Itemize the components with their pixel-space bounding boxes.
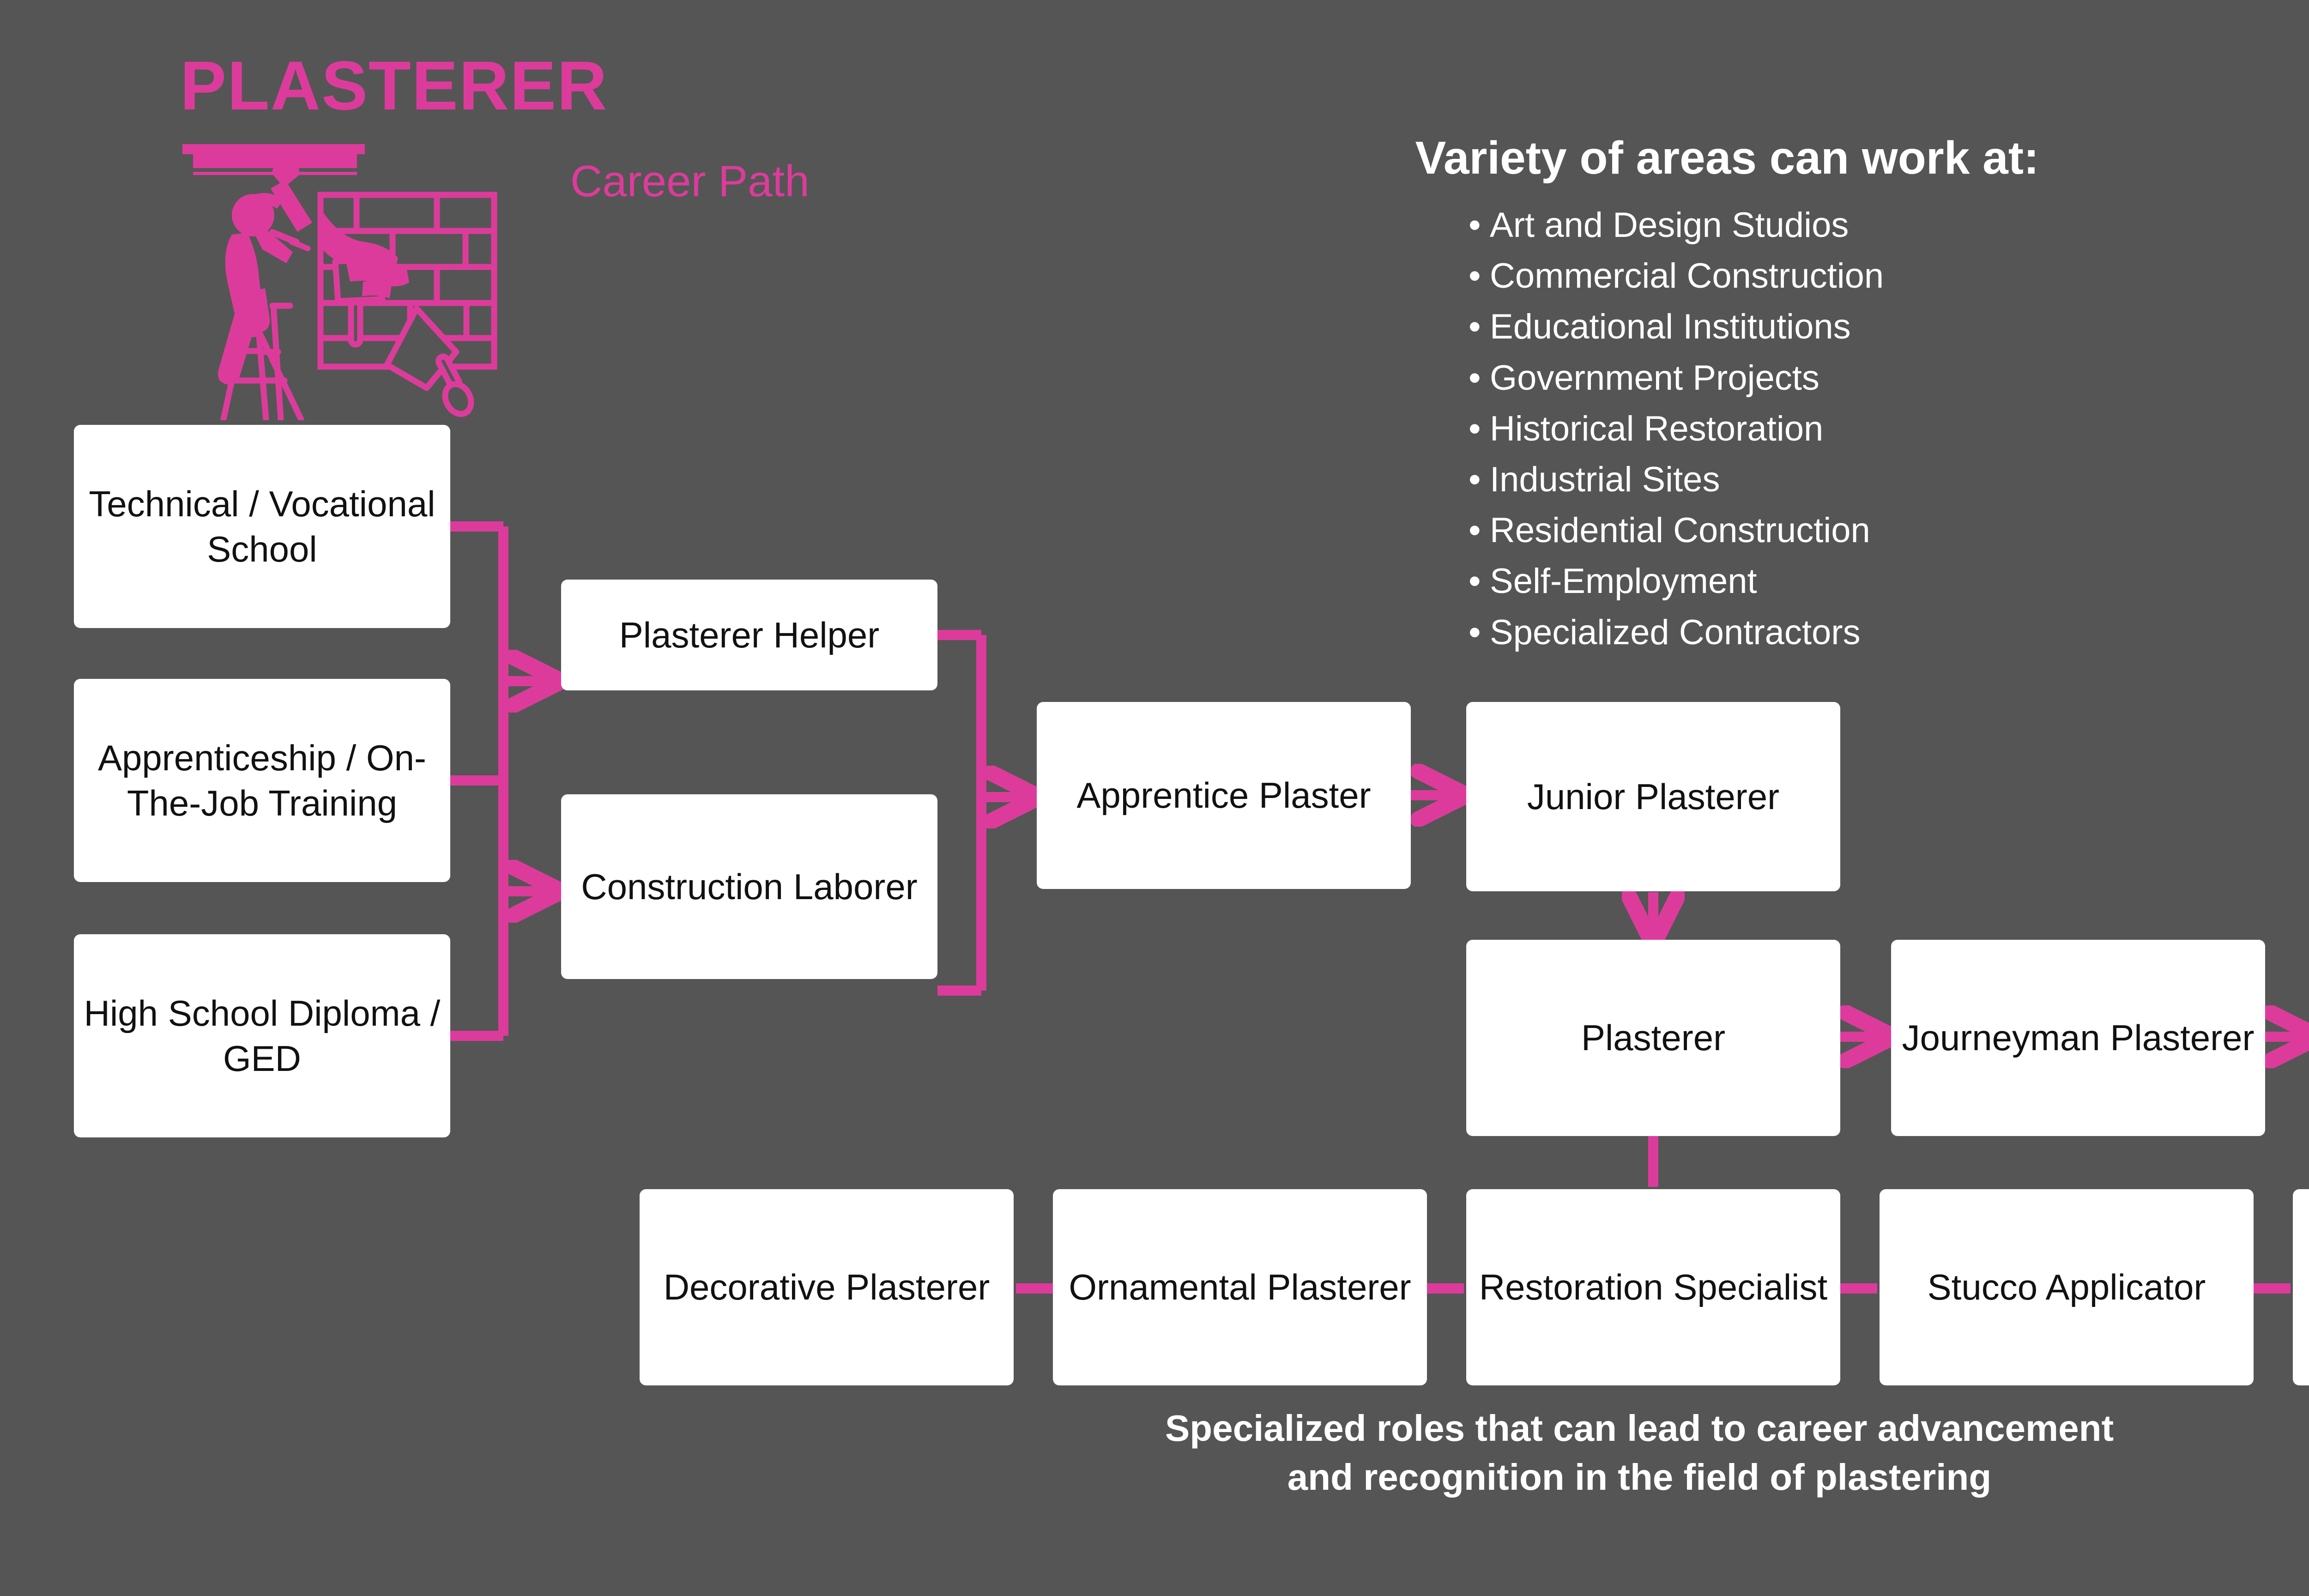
node-apprentice-plaster[interactable]: Apprentice Plaster (1037, 702, 1411, 889)
list-item: •Self-Employment (1330, 556, 2124, 607)
node-instructor-trainer[interactable]: Instructor / Trainer (2293, 1189, 2309, 1385)
node-journeyman-plasterer[interactable]: Journeyman Plasterer (1891, 940, 2265, 1136)
bullet-glyph: • (1469, 511, 1481, 550)
list-item: •Commercial Construction (1330, 251, 2124, 302)
list-item-label: Specialized Contractors (1490, 612, 1861, 652)
list-item-label: Historical Restoration (1490, 409, 1824, 448)
node-stucco-applicator[interactable]: Stucco Applicator (1880, 1189, 2254, 1385)
list-item-label: Self-Employment (1490, 562, 1757, 601)
specialized-roles-caption: Specialized roles that can lead to caree… (1016, 1404, 2263, 1501)
bullet-glyph: • (1469, 612, 1481, 652)
plasterer-on-ladder-icon (180, 129, 503, 420)
bullet-glyph: • (1469, 358, 1481, 398)
node-plasterer-helper[interactable]: Plasterer Helper (561, 580, 937, 690)
node-decorative-plasterer[interactable]: Decorative Plasterer (640, 1189, 1014, 1385)
page-title: PLASTERER (180, 47, 608, 124)
list-item-label: Educational Institutions (1490, 307, 1851, 347)
list-item-label: Art and Design Studios (1490, 206, 1849, 245)
bullet-glyph: • (1469, 256, 1481, 296)
list-item: •Government Projects (1330, 353, 2124, 404)
list-item: •Specialized Contractors (1330, 607, 2124, 658)
list-item: •Historical Restoration (1330, 404, 2124, 454)
list-item-label: Residential Construction (1490, 511, 1870, 550)
bullet-glyph: • (1469, 409, 1481, 448)
node-technical-vocational-school[interactable]: Technical / Vocational School (74, 425, 450, 628)
bullet-glyph: • (1469, 459, 1481, 499)
node-junior-plasterer[interactable]: Junior Plasterer (1466, 702, 1840, 891)
node-high-school-diploma-ged[interactable]: High School Diploma / GED (74, 934, 450, 1137)
caption-line-2: and recognition in the field of plasteri… (1287, 1456, 1992, 1498)
areas-list: •Art and Design Studios •Commercial Cons… (1330, 200, 2124, 658)
page-subtitle: Career Path (570, 157, 810, 206)
node-plasterer[interactable]: Plasterer (1466, 940, 1840, 1136)
node-construction-laborer[interactable]: Construction Laborer (561, 794, 937, 979)
list-item-label: Industrial Sites (1490, 459, 1720, 499)
node-apprenticeship-on-the-job-training[interactable]: Apprenticeship / On-The-Job Training (74, 679, 450, 882)
list-item-label: Government Projects (1490, 358, 1819, 398)
bullet-glyph: • (1469, 206, 1481, 245)
list-item: •Industrial Sites (1330, 454, 2124, 505)
areas-panel: Variety of areas can work at: •Art and D… (1330, 134, 2124, 658)
list-item: •Residential Construction (1330, 505, 2124, 556)
title-underline (182, 144, 365, 154)
caption-line-1: Specialized roles that can lead to caree… (1165, 1408, 2114, 1449)
list-item-label: Commercial Construction (1490, 256, 1884, 296)
node-ornamental-plasterer[interactable]: Ornamental Plasterer (1053, 1189, 1427, 1385)
bullet-glyph: • (1469, 562, 1481, 601)
areas-title: Variety of areas can work at: (1415, 132, 2039, 184)
list-item: •Art and Design Studios (1330, 200, 2124, 251)
bullet-glyph: • (1469, 307, 1481, 347)
list-item: •Educational Institutions (1330, 302, 2124, 352)
node-restoration-specialist[interactable]: Restoration Specialist (1466, 1189, 1840, 1385)
